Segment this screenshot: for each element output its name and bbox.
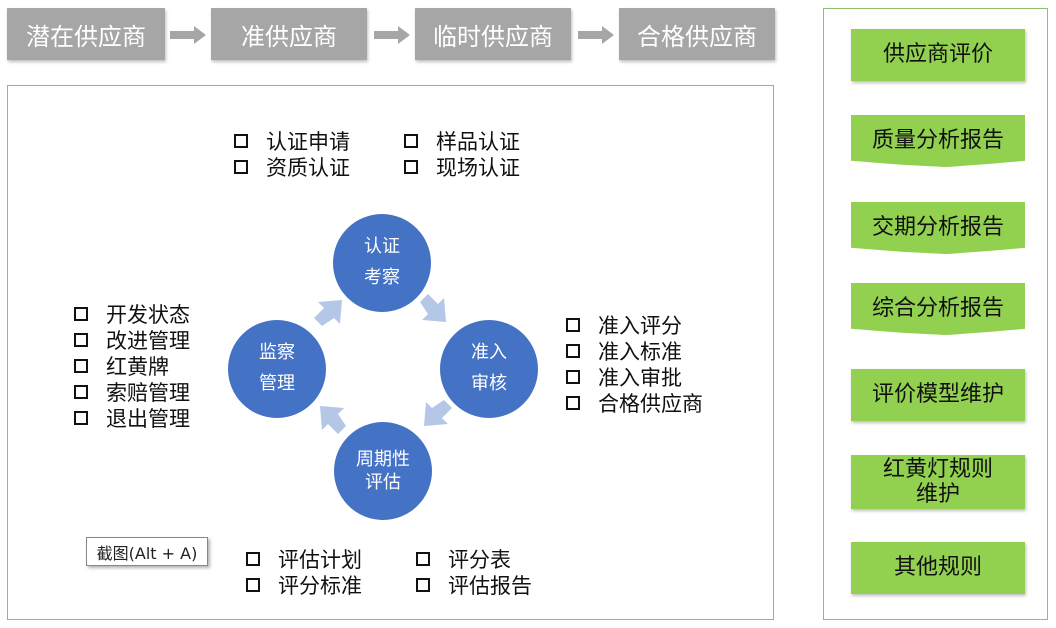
- arrow-up-left-icon: [320, 406, 346, 434]
- checkbox-icon[interactable]: [566, 396, 580, 410]
- arrow-right-icon: [578, 26, 614, 44]
- checkbox-icon[interactable]: [74, 411, 88, 425]
- list-item[interactable]: 准入标准: [566, 338, 703, 364]
- supplier-lifecycle-panel: [7, 85, 774, 620]
- stage-quasi-supplier: 准供应商: [211, 8, 367, 60]
- list-item[interactable]: 开发状态: [74, 301, 190, 327]
- list-item[interactable]: 合格供应商: [566, 390, 703, 416]
- node-admit-review[interactable]: 准入 审核: [440, 320, 538, 418]
- list-item[interactable]: 索赔管理: [74, 379, 190, 405]
- evaluate-checklist: 评估计划 评分标准: [246, 546, 362, 598]
- sidebar-item-quality-report[interactable]: 质量分析报告: [851, 115, 1025, 167]
- list-item[interactable]: 红黄牌: [74, 353, 190, 379]
- list-item[interactable]: 评估报告: [416, 572, 532, 598]
- checkbox-icon[interactable]: [74, 307, 88, 321]
- list-item[interactable]: 准入审批: [566, 364, 703, 390]
- arrow-right-icon: [374, 26, 410, 44]
- checkbox-icon[interactable]: [246, 578, 260, 592]
- node-monitor-manage[interactable]: 监察 管理: [228, 320, 326, 418]
- monitor-checklist: 开发状态 改进管理 红黄牌 索赔管理 退出管理: [74, 301, 190, 431]
- checkbox-icon[interactable]: [74, 359, 88, 373]
- list-item[interactable]: 资质认证: [234, 154, 350, 180]
- checkbox-icon[interactable]: [234, 134, 248, 148]
- arrow-up-right-icon: [314, 300, 342, 326]
- checkbox-icon[interactable]: [234, 160, 248, 174]
- stage-temporary-supplier: 临时供应商: [415, 8, 571, 60]
- sidebar-item-delivery-report[interactable]: 交期分析报告: [851, 202, 1025, 254]
- checkbox-icon[interactable]: [404, 134, 418, 148]
- sidebar-item-supplier-evaluation[interactable]: 供应商评价: [851, 29, 1025, 81]
- arrow-down-left-icon: [424, 400, 452, 426]
- sidebar-item-other-rules[interactable]: 其他规则: [851, 542, 1025, 594]
- arrow-down-right-icon: [420, 294, 446, 322]
- list-item[interactable]: 改进管理: [74, 327, 190, 353]
- list-item[interactable]: 现场认证: [404, 154, 520, 180]
- checkbox-icon[interactable]: [74, 385, 88, 399]
- checkbox-icon[interactable]: [416, 552, 430, 566]
- sidebar-item-traffic-light-rules[interactable]: 红黄灯规则 维护: [851, 455, 1025, 509]
- checkbox-icon[interactable]: [246, 552, 260, 566]
- certify-checklist-2: 样品认证 现场认证: [404, 128, 520, 180]
- list-item[interactable]: 评分标准: [246, 572, 362, 598]
- list-item[interactable]: 评估计划: [246, 546, 362, 572]
- list-item[interactable]: 认证申请: [234, 128, 350, 154]
- screenshot-tooltip: 截图(Alt + A): [86, 537, 208, 566]
- admit-checklist: 准入评分 准入标准 准入审批 合格供应商: [566, 312, 703, 416]
- list-item[interactable]: 准入评分: [566, 312, 703, 338]
- checkbox-icon[interactable]: [74, 333, 88, 347]
- stage-potential-supplier: 潜在供应商: [7, 8, 165, 60]
- checkbox-icon[interactable]: [416, 578, 430, 592]
- list-item[interactable]: 退出管理: [74, 405, 190, 431]
- certify-checklist: 认证申请 资质认证: [234, 128, 350, 180]
- checkbox-icon[interactable]: [566, 318, 580, 332]
- checkbox-icon[interactable]: [566, 370, 580, 384]
- list-item[interactable]: 评分表: [416, 546, 532, 572]
- sidebar-panel: [823, 8, 1048, 620]
- node-periodic-evaluate[interactable]: 周期性 评估: [334, 422, 432, 520]
- stage-qualified-supplier: 合格供应商: [619, 8, 775, 60]
- evaluate-checklist-2: 评分表 评估报告: [416, 546, 532, 598]
- sidebar-item-model-maintenance[interactable]: 评价模型维护: [851, 369, 1025, 421]
- checkbox-icon[interactable]: [566, 344, 580, 358]
- checkbox-icon[interactable]: [404, 160, 418, 174]
- list-item[interactable]: 样品认证: [404, 128, 520, 154]
- sidebar-item-composite-report[interactable]: 综合分析报告: [851, 283, 1025, 335]
- arrow-right-icon: [170, 26, 206, 44]
- node-certify-inspect[interactable]: 认证 考察: [333, 214, 431, 312]
